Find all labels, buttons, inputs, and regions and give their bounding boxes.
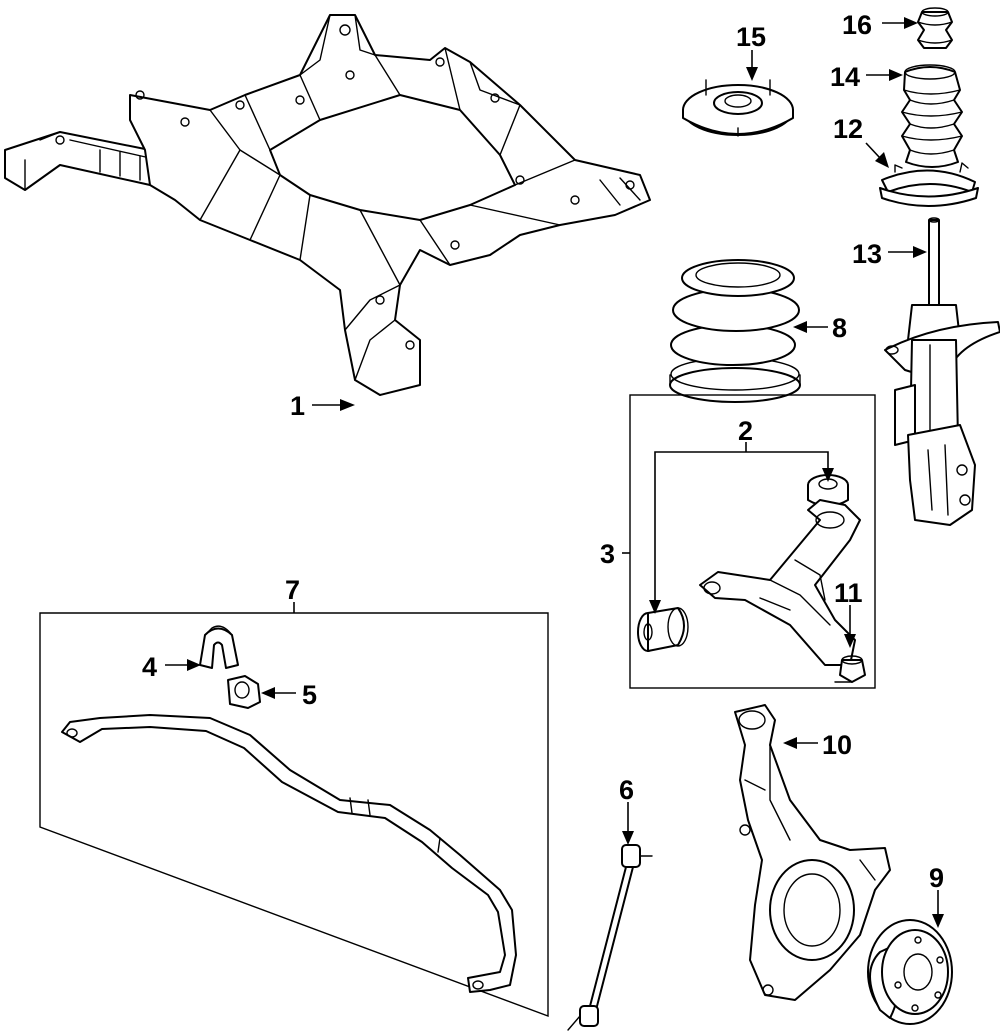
subframe-part-1[interactable] — [4, 14, 651, 396]
control-arm-group-box — [629, 394, 876, 689]
callout-3[interactable]: 3 — [600, 539, 615, 569]
ball-joint-part-11[interactable] — [834, 655, 866, 683]
callout-14[interactable]: 14 — [830, 62, 860, 92]
jounce-bumper-part-16[interactable] — [917, 7, 953, 49]
callout-4[interactable]: 4 — [142, 652, 157, 682]
coil-spring-part-8[interactable] — [669, 259, 801, 403]
dust-boot-part-14[interactable] — [901, 64, 963, 168]
callout-15[interactable]: 15 — [736, 22, 766, 52]
steering-knuckle-part-10[interactable] — [734, 704, 891, 1001]
front-bushing[interactable] — [637, 607, 689, 652]
stabilizer-link-part-6[interactable] — [567, 844, 653, 1031]
stabilizer-group-box — [39, 612, 549, 1018]
stabilizer-bushing-part-5[interactable] — [227, 675, 261, 709]
callout-8[interactable]: 8 — [832, 313, 847, 343]
hub-bearing-part-9[interactable] — [867, 919, 953, 1025]
spring-insulator-part-12[interactable] — [879, 162, 979, 207]
callout-9[interactable]: 9 — [929, 863, 944, 893]
callout-labels: 1 2 3 4 5 6 7 8 9 10 11 12 13 14 15 16 — [142, 10, 944, 893]
callout-7[interactable]: 7 — [285, 575, 300, 605]
stabilizer-bracket-part-4[interactable] — [199, 625, 239, 669]
lower-control-arm-part-3[interactable] — [699, 499, 861, 666]
callout-13[interactable]: 13 — [852, 239, 882, 269]
callout-2[interactable]: 2 — [738, 416, 753, 446]
strut-mount-part-15[interactable] — [682, 79, 794, 137]
stabilizer-bar-part-7[interactable] — [61, 714, 517, 993]
callout-16[interactable]: 16 — [842, 10, 872, 40]
callout-10[interactable]: 10 — [822, 730, 852, 760]
callout-11[interactable]: 11 — [834, 578, 863, 608]
callout-5[interactable]: 5 — [302, 680, 317, 710]
callout-1[interactable]: 1 — [290, 391, 305, 421]
leader-lines — [165, 17, 944, 928]
strut-assembly-part-13[interactable] — [884, 217, 1000, 526]
callout-6[interactable]: 6 — [619, 775, 634, 805]
callout-12[interactable]: 12 — [833, 114, 863, 144]
